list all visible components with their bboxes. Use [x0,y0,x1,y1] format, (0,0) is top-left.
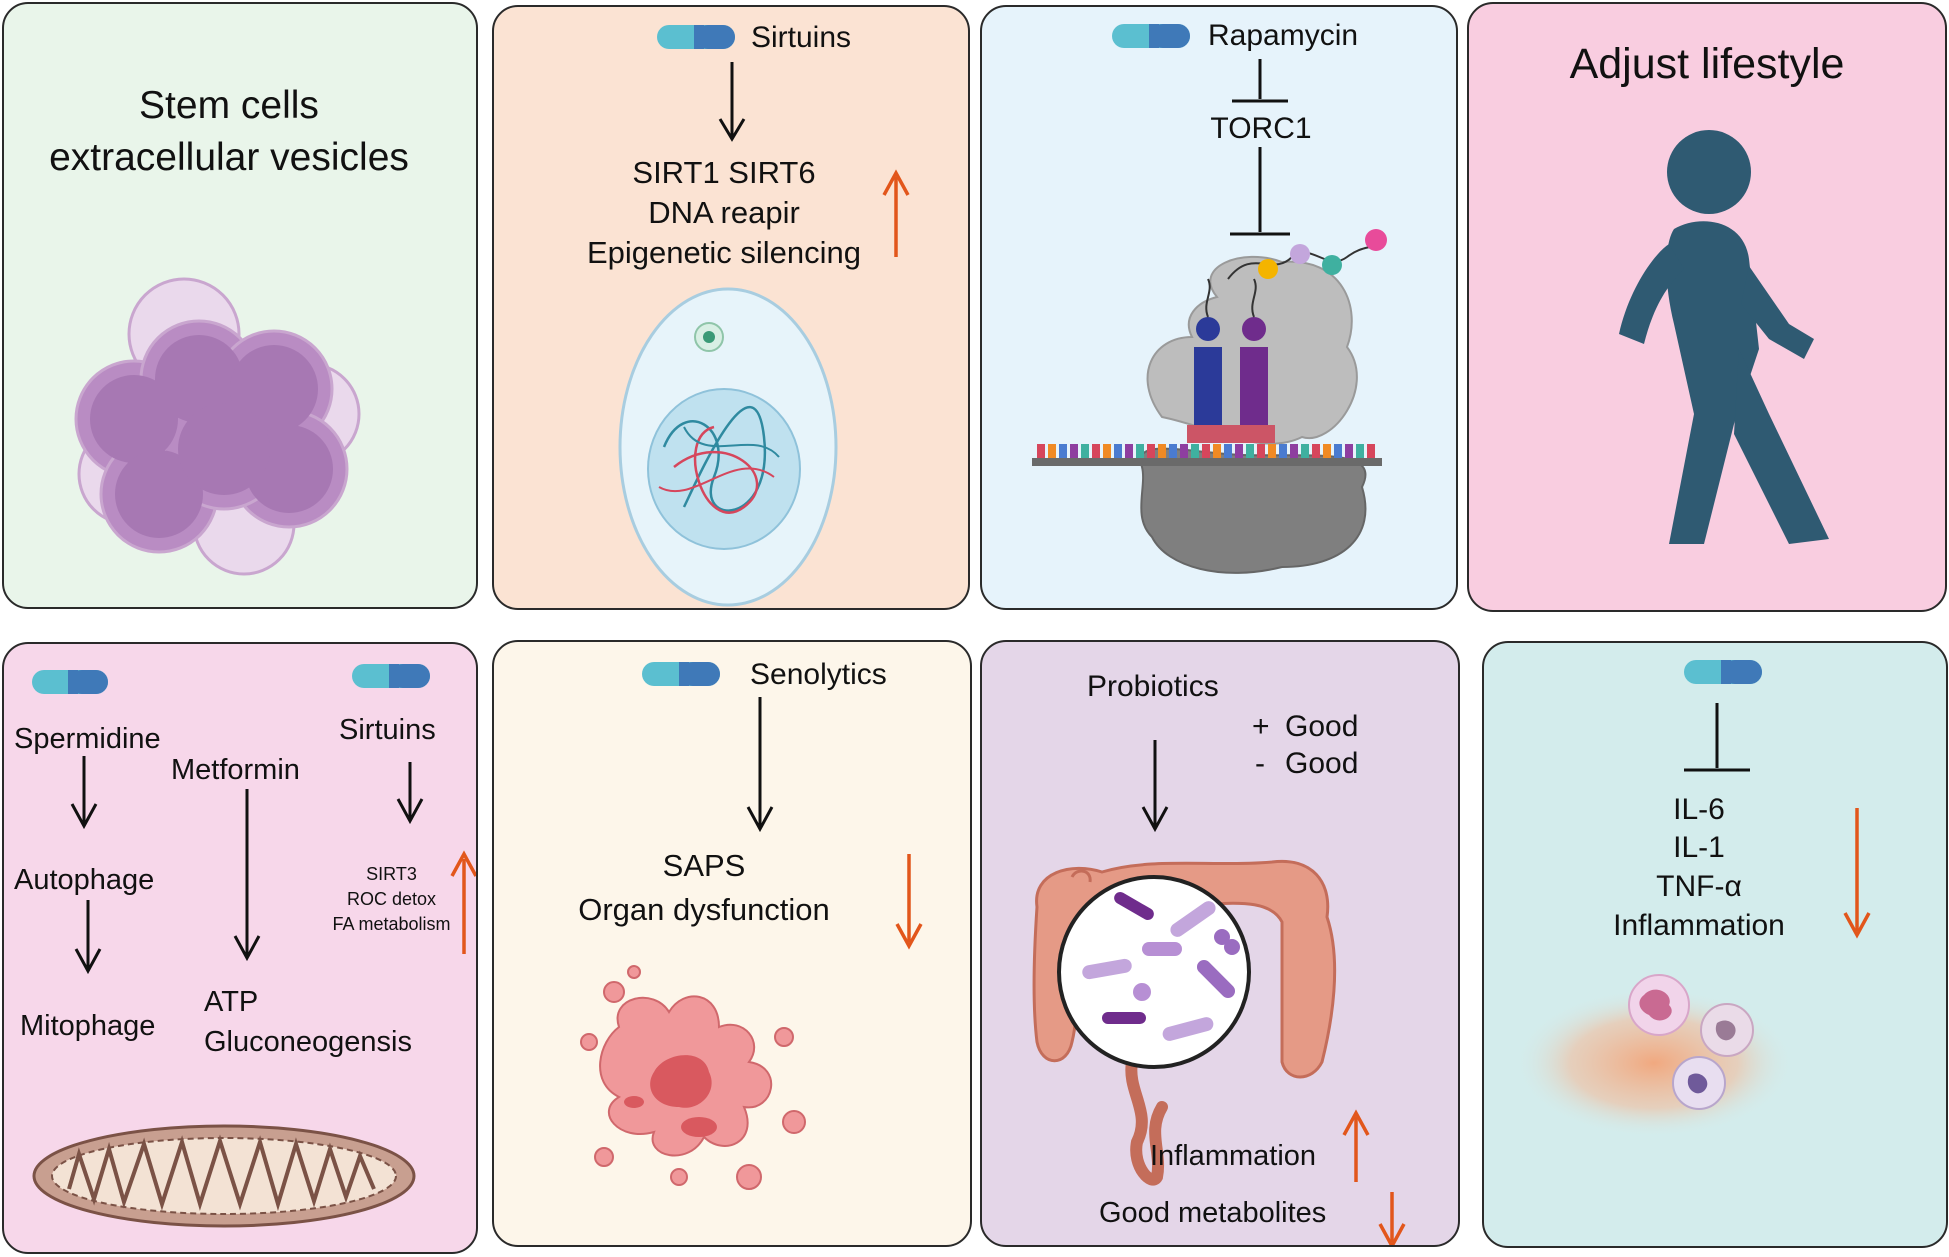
il6-label: IL-6 [1673,793,1725,826]
senolytics-drug-label: Senolytics [750,658,887,691]
good-metabolites-label: Good metabolites [1099,1197,1327,1229]
panel-adjust-lifestyle: Adjust lifestyle [1467,2,1947,612]
sirtuins-illustration [618,25,910,607]
plus-sign: + [1252,710,1270,743]
tnf-alpha-label: TNF-α [1656,870,1742,903]
panel-anti-inflammation: IL-6 IL-1 TNF-α Inflammation [1482,641,1948,1248]
sirtuins-drug-label: Sirtuins [751,21,852,54]
organ-dysfunction-label: Organ dysfunction [578,892,830,927]
saps-label: SAPS [662,848,746,883]
atp-label: ATP [204,986,259,1018]
pill-icon [32,670,108,694]
minus-sign: - [1255,747,1265,780]
pill-icon [1684,660,1762,684]
panel-senolytics: Senolytics SAPS Organ dysfunction [492,640,972,1247]
mitophage-label: Mitophage [20,1010,156,1042]
il1-label: IL-1 [1673,831,1725,864]
plus-good-label: Good [1285,710,1359,743]
fa-metabolism-label: FA metabolism [332,914,451,934]
inflammation-label: Inflammation [1150,1140,1317,1172]
bacteria-icon [1082,892,1240,1041]
torc1-label: TORC1 [1210,112,1312,145]
senolytics-illustration [580,662,923,1190]
panel-rapamycin: Rapamycin TORC1 [980,5,1458,610]
panel-sirtuins: Sirtuins SIRT1 SIRT6 DNA reapir Epigenet… [492,5,970,610]
pill-icon [352,664,430,688]
rapamycin-ribosome-illustration [1032,24,1387,574]
inflammation-cells-illustration [1514,660,1871,1138]
panel-autophagy: Spermidine Metformin Sirtuins Autophage … [2,642,478,1254]
stem-cell-cluster-illustration [74,277,361,576]
autophagy-illustration [32,664,476,1228]
autophage-label: Autophage [14,864,155,896]
rapamycin-drug-label: Rapamycin [1208,19,1359,52]
stem-cells-title-line1: Stem cells [139,84,319,127]
sirtuins-label: Sirtuins [339,714,436,746]
lifestyle-title: Adjust lifestyle [1569,40,1845,88]
metformin-label: Metformin [171,754,300,786]
pill-icon [1112,24,1190,48]
walking-person-icon [1619,130,1829,544]
panel-probiotics: Probiotics + Good - Good Inflammation Go… [980,640,1460,1247]
pill-icon [642,662,720,686]
panel-stem-cells: Stem cells extracellular vesicles [2,2,478,609]
sirt-line2: DNA reapir [648,195,800,230]
sirt-line1: SIRT1 SIRT6 [632,155,816,190]
sirt-line3: Epigenetic silencing [586,235,861,270]
spermidine-label: Spermidine [14,723,161,755]
inflammation-label: Inflammation [1613,909,1785,942]
sirt3-label: SIRT3 [366,864,417,884]
gluconeogensis-label: Gluconeogensis [204,1026,412,1058]
probiotics-gut-illustration [1032,740,1406,1245]
roc-detox-label: ROC detox [346,889,437,909]
stem-cells-title-line2: extracellular vesicles [49,136,409,179]
mrna-codons [1037,444,1375,458]
minus-good-label: Good [1285,747,1359,780]
probiotics-drug-label: Probiotics [1087,670,1219,703]
pill-icon [657,25,735,49]
